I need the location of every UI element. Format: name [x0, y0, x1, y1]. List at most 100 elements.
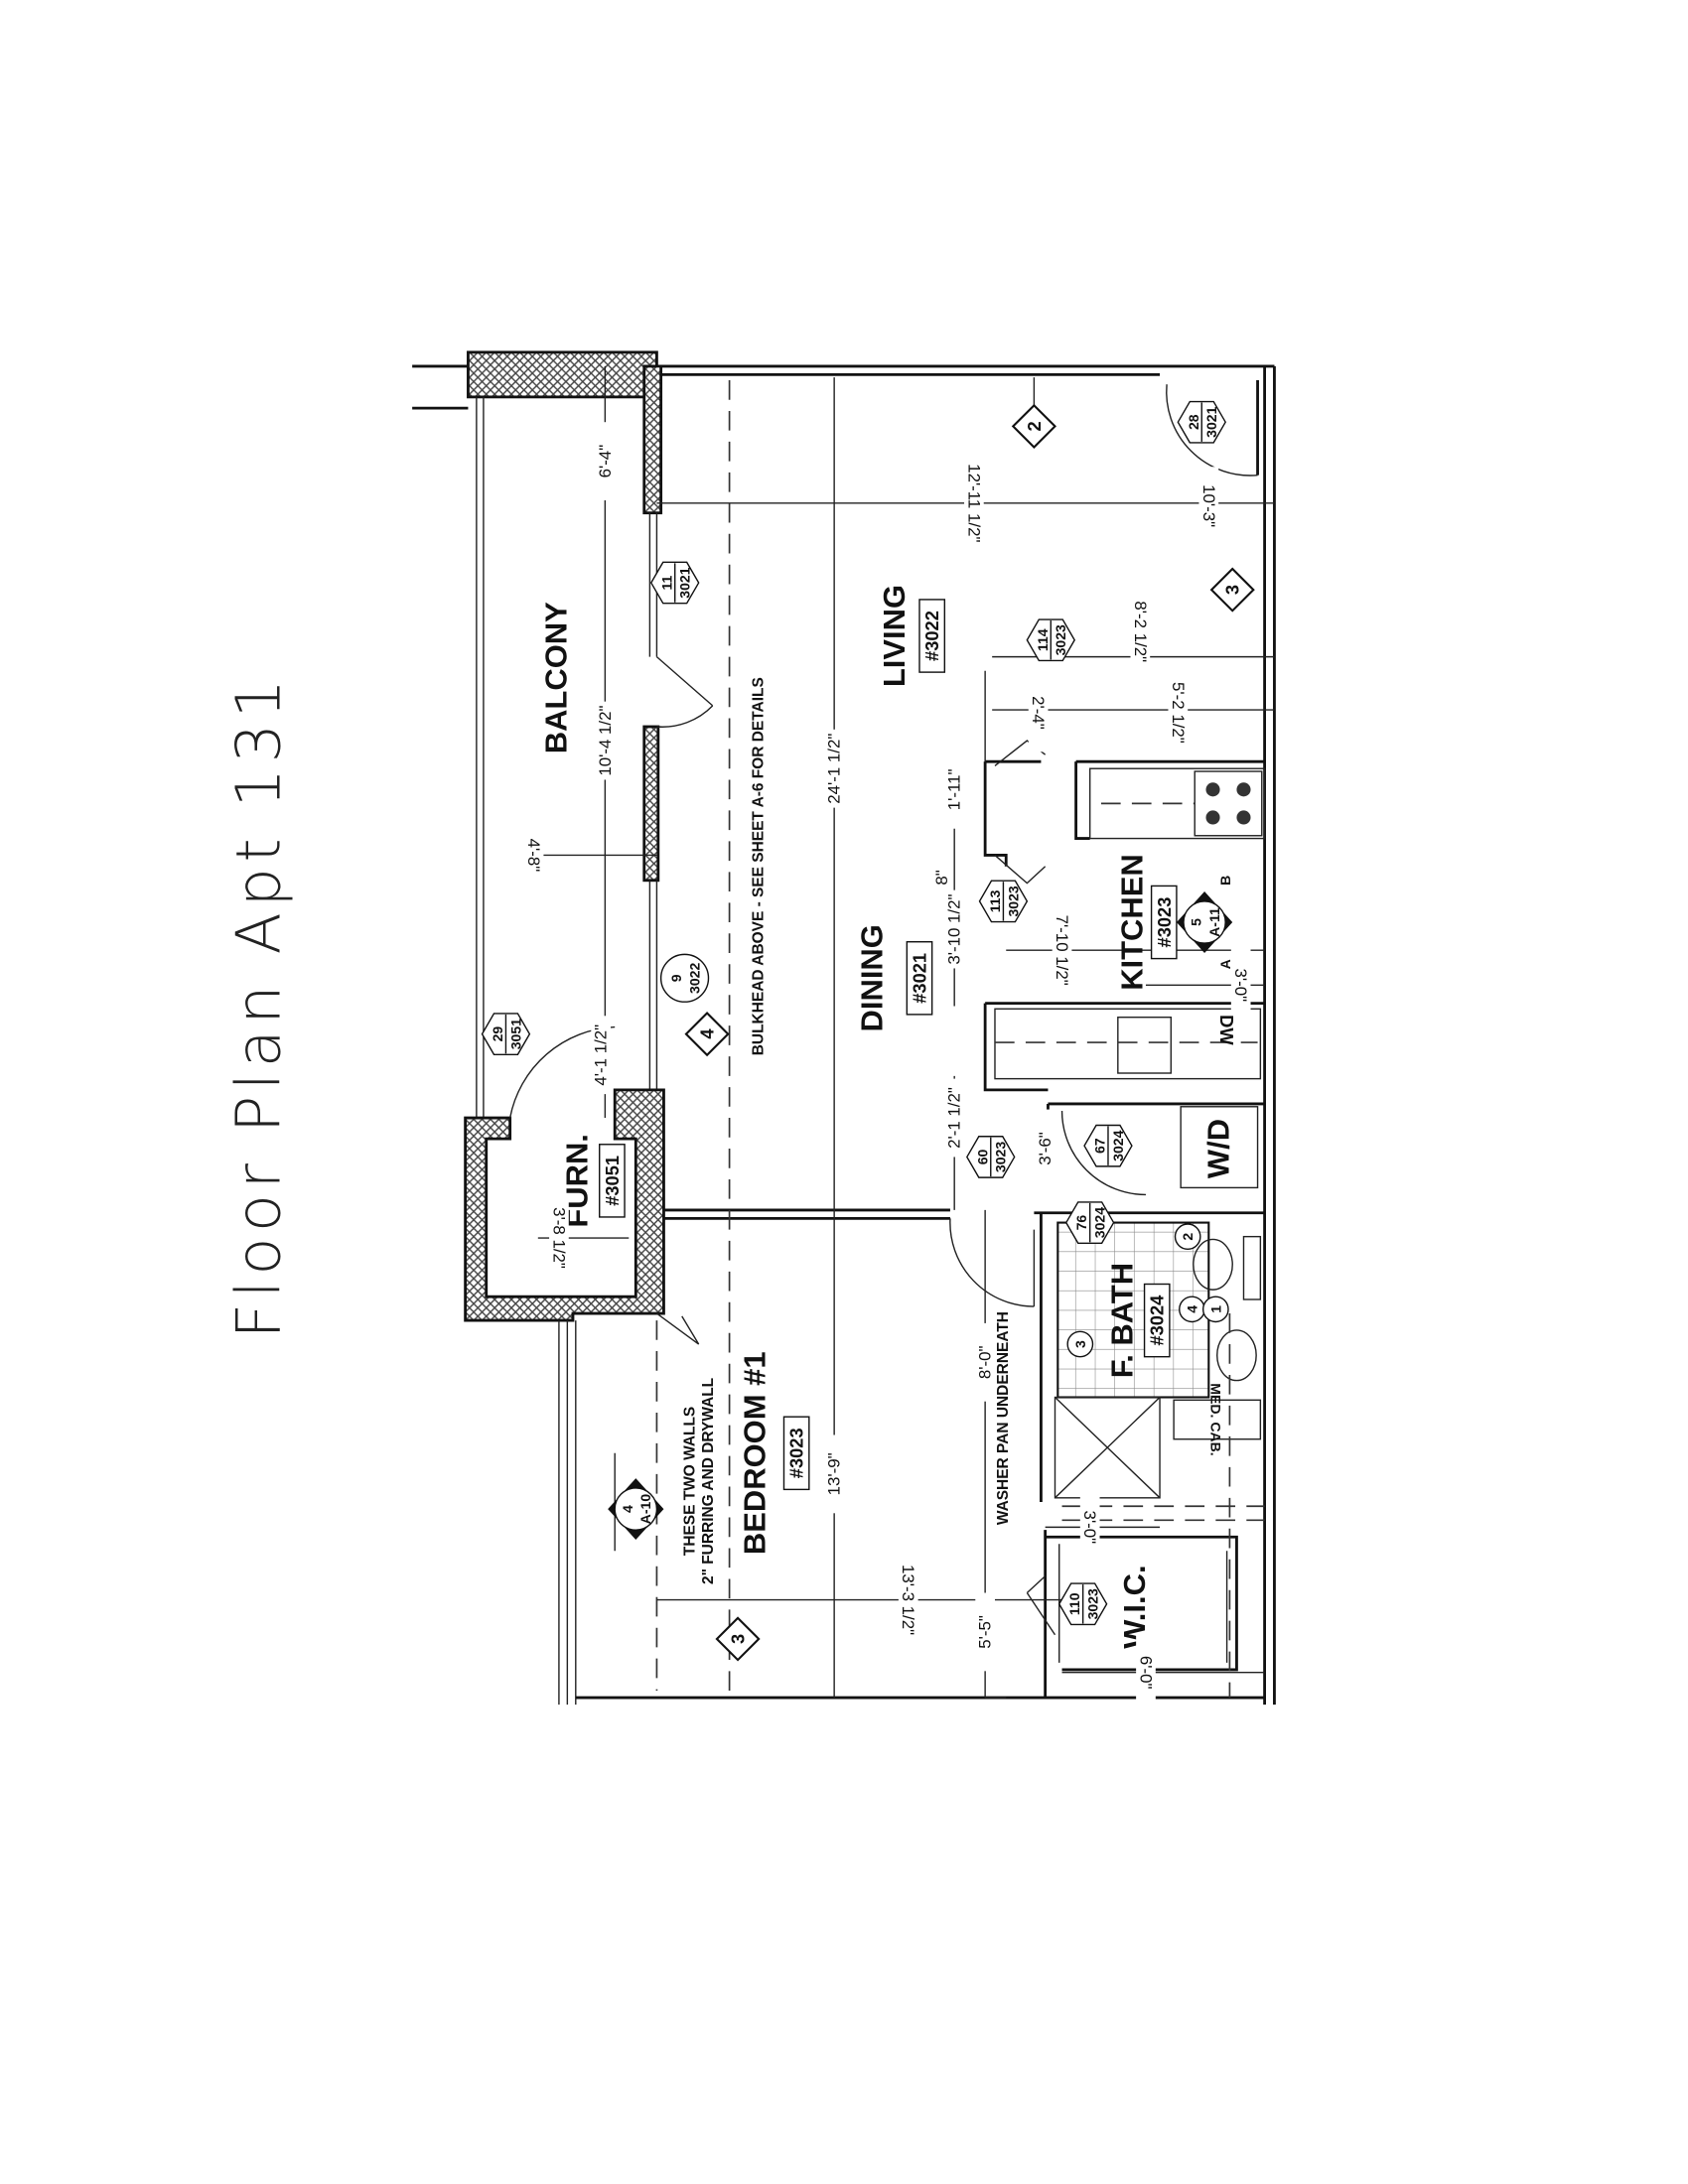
kitchen-sink — [1117, 1017, 1173, 1074]
wall-type-diamond — [684, 1011, 730, 1057]
wall-type-tag: 3 — [728, 1634, 749, 1644]
washer-pan-note: WASHER PAN UNDERNEATH — [995, 1311, 1012, 1525]
dimension-label: 3'-0" — [1080, 1511, 1099, 1545]
shower — [1054, 1396, 1161, 1499]
room-number: #3051 — [602, 1156, 623, 1206]
balcony-wall — [467, 350, 658, 399]
door-tag-type: 3021 — [1203, 406, 1219, 437]
dimension-label: 10'-4 1/2" — [596, 705, 615, 775]
stove — [1194, 770, 1263, 837]
door-tag-type: 3021 — [677, 567, 693, 598]
fixture-tag-circle — [1201, 1296, 1229, 1323]
fixture-tag: 4 — [1184, 1305, 1199, 1313]
dimension-label: 13'-3 1/2" — [899, 1565, 917, 1635]
dimension-label: 6'-0" — [1136, 1656, 1155, 1690]
room-number-box — [782, 1416, 810, 1491]
wall-type-diamond — [715, 1616, 761, 1662]
dimension-label: 8" — [932, 870, 951, 885]
room-label: KITCHEN — [1114, 854, 1149, 991]
door-tag-number: 76 — [1073, 1215, 1089, 1231]
toilet — [1193, 1238, 1233, 1291]
dimension-label: 7'-10 1/2" — [1053, 915, 1071, 986]
washer-dryer — [1180, 1106, 1259, 1189]
dimension-label: 3'-6" — [1036, 1132, 1055, 1165]
room-number-box — [1150, 885, 1178, 960]
dimension-label: 2'-1 1/2" — [945, 1087, 964, 1149]
door-tag-number: 110 — [1066, 1592, 1082, 1615]
section-marker-sheet: A-11 — [1206, 907, 1222, 937]
wall-type-tag: 2 — [1024, 421, 1045, 431]
room-number-box — [918, 599, 946, 673]
room-label: F. BATH — [1105, 1263, 1140, 1378]
door-tag-type: 3023 — [993, 1142, 1009, 1172]
room-number: #3021 — [909, 953, 929, 1004]
dimension-label: 1'-11" — [945, 768, 964, 810]
dimension-label: 12'-11 1/2" — [964, 464, 983, 542]
furring-note-line1: THESE TWO WALLS — [682, 1407, 699, 1556]
wall-type-diamond — [1011, 403, 1056, 450]
room-number: #3023 — [786, 1428, 807, 1478]
door-tag-type: 3051 — [507, 1019, 523, 1049]
room-label: DINING — [855, 924, 890, 1031]
door-tag-number: 113 — [987, 889, 1003, 912]
furnace-enclosure — [464, 1088, 665, 1322]
section-marker-side-a: A — [1217, 959, 1233, 969]
dimension-label: 3'-0" — [1231, 969, 1250, 1003]
dimension-label: 24'-1 1/2" — [825, 734, 844, 804]
wall-type-tag: 3 — [1222, 585, 1243, 595]
dimension-label: 10'-3" — [1199, 484, 1218, 527]
dimension-label: 8'-2 1/2" — [1131, 601, 1150, 662]
wall-type-diamond — [1209, 567, 1255, 613]
room-number-box — [599, 1144, 626, 1218]
handwritten-title: Floor Plan Apt 131 — [222, 673, 294, 1338]
dimension-label: 4'-8" — [524, 839, 543, 873]
lavatory — [1216, 1329, 1257, 1382]
dimension-label: 3'-10 1/2" — [945, 893, 964, 964]
dishwasher-label: DW — [1216, 1015, 1237, 1045]
fixture-tag: 3 — [1072, 1340, 1088, 1348]
section-marker-circle — [1183, 900, 1226, 944]
door-tag-number: 28 — [1186, 414, 1201, 430]
door-tag-type: 3024 — [1092, 1207, 1108, 1238]
entry-door — [1166, 384, 1258, 477]
window-tag-circle — [659, 953, 710, 1003]
window-tag-number: 9 — [668, 974, 684, 982]
dimension-label: 13'-9" — [825, 1452, 844, 1495]
medicine-cabinet-label: MED. CAB. — [1207, 1383, 1223, 1455]
room-label: W/D — [1201, 1119, 1236, 1178]
door-tag-type: 3023 — [1053, 624, 1068, 655]
door-tag-type: 3023 — [1005, 886, 1021, 916]
fixture-tag: 2 — [1180, 1233, 1196, 1241]
door-tag-type: 3024 — [1110, 1130, 1126, 1160]
wall-type-tag: 4 — [697, 1028, 718, 1039]
section-marker-circle — [614, 1487, 658, 1531]
section-marker-number: 5 — [1189, 918, 1204, 926]
furring-note-line2: 2" FURRING AND DRYWALL — [700, 1378, 717, 1584]
dimension-label: 2'-4" — [1029, 696, 1048, 730]
dimension-label: 5'-5" — [976, 1615, 995, 1649]
room-number: #3023 — [1154, 897, 1175, 948]
dimension-label: 4'-1 1/2" — [592, 1024, 611, 1086]
room-label: BALCONY — [539, 602, 574, 753]
door-tag-number: 114 — [1035, 628, 1051, 651]
door-tag-number: 60 — [974, 1149, 990, 1164]
balcony-door — [655, 656, 714, 728]
door-tag-number: 67 — [1092, 1138, 1108, 1154]
section-marker-number: 4 — [620, 1505, 635, 1513]
room-label: LIVING — [877, 585, 912, 687]
fixture-tag-circle — [1174, 1223, 1201, 1251]
room-label: BEDROOM #1 — [737, 1351, 772, 1555]
room-number-box — [1143, 1283, 1171, 1358]
dimension-label: 3'-8 1/2" — [549, 1207, 568, 1269]
bulkhead-note: BULKHEAD ABOVE - SEE SHEET A-6 FOR DETAI… — [751, 677, 768, 1055]
section-marker-sheet: A-10 — [637, 1494, 653, 1525]
fixture-tag-circle — [1066, 1330, 1094, 1358]
room-number: #3022 — [921, 611, 942, 661]
window-tag-type: 3022 — [686, 962, 702, 993]
dimension-label: 6'-4" — [596, 445, 615, 478]
door-tag-number: 11 — [658, 575, 674, 590]
room-number-box — [906, 941, 933, 1016]
door-tag-type: 3023 — [1084, 1588, 1100, 1619]
section-marker-side-b: B — [1217, 876, 1233, 886]
